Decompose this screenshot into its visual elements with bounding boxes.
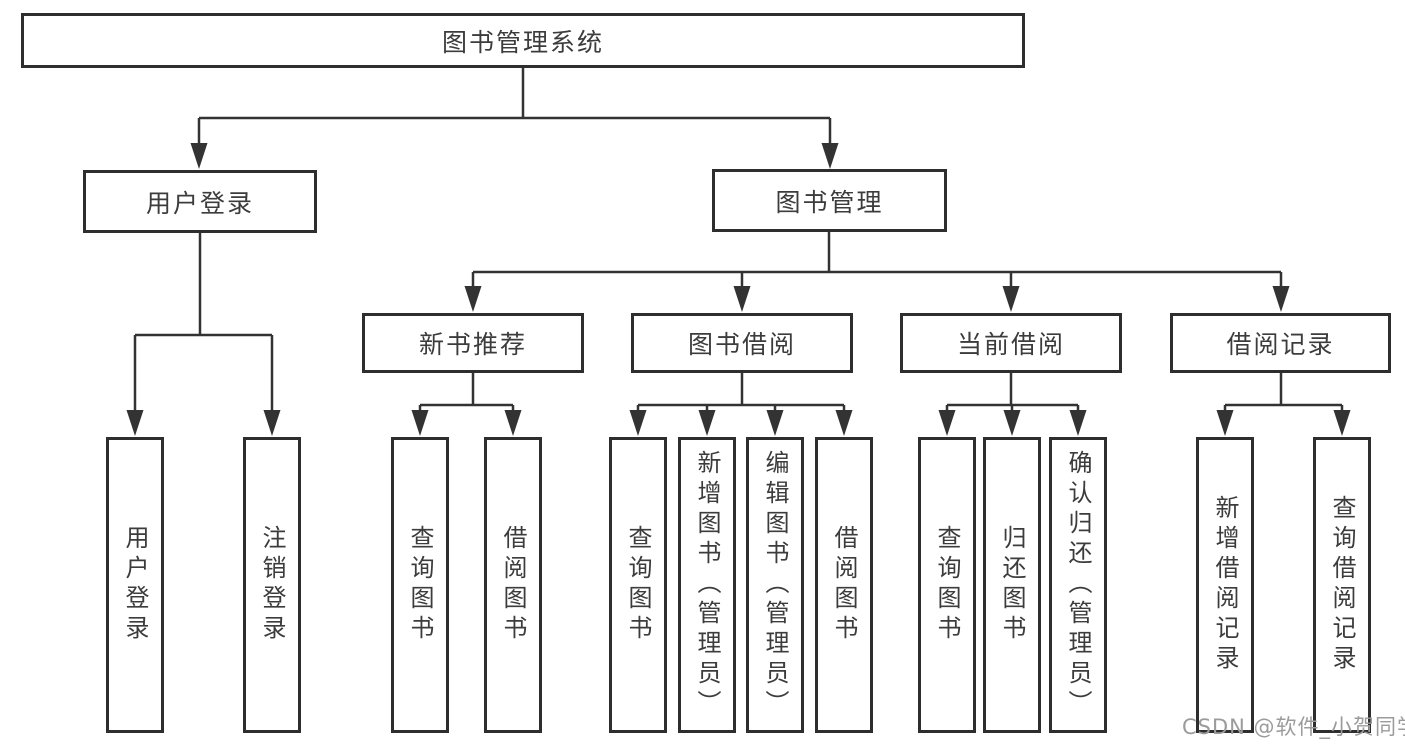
leaf-label: 新增图书（管理员） (693, 450, 721, 720)
arrowhead-down (1272, 286, 1290, 312)
arrowhead-down (733, 286, 751, 312)
leaf-label: 借阅图书 (830, 525, 858, 645)
leaf-label: 查询借阅记录 (1328, 495, 1356, 675)
arrowhead-down (1002, 286, 1020, 312)
leaf-label: 查询图书 (624, 525, 652, 645)
node-user-login: 用户登录 (83, 170, 317, 233)
leaf-borrow-book: 借阅图书 (815, 437, 873, 733)
leaf-return-book: 归还图书 (983, 437, 1041, 733)
leaf-add-borrow-record: 新增借阅记录 (1196, 437, 1254, 733)
node-root-label: 图书管理系统 (441, 27, 604, 57)
leaf-edit-book-admin: 编辑图书（管理员） (746, 437, 804, 733)
leaf-logout: 注销登录 (243, 437, 301, 733)
node-borrow-records: 借阅记录 (1170, 313, 1391, 373)
arrowhead-down (411, 410, 429, 436)
arrowhead-down (263, 410, 281, 436)
leaf-label: 查询图书 (406, 525, 434, 645)
leaf-add-book-admin: 新增图书（管理员） (678, 437, 736, 733)
leaf-label: 查询图书 (933, 525, 961, 645)
leaf-label: 注销登录 (258, 525, 286, 645)
node-book-borrow-label: 图书借阅 (687, 330, 796, 359)
arrowhead-down (821, 143, 839, 169)
leaf-query-book-borrow: 查询图书 (609, 437, 667, 733)
csdn-watermark: CSDN @软件_小贺同学 (1182, 715, 1405, 739)
leaf-query-borrow-record: 查询借阅记录 (1313, 437, 1371, 733)
leaf-label: 确认归还（管理员） (1064, 450, 1092, 720)
leaf-label: 归还图书 (998, 525, 1026, 645)
node-current-borrow-label: 当前借阅 (956, 330, 1065, 359)
node-book-borrow: 图书借阅 (631, 313, 853, 373)
arrowhead-down (1069, 410, 1087, 436)
arrowhead-down (1003, 410, 1021, 436)
leaf-user-login: 用户登录 (106, 437, 164, 733)
node-root: 图书管理系统 (21, 13, 1025, 68)
node-new-book-recommend: 新书推荐 (362, 313, 584, 373)
leaf-query-book-current: 查询图书 (918, 437, 976, 733)
node-user-login-label: 用户登录 (145, 188, 254, 218)
arrowhead-down (464, 286, 482, 312)
leaf-confirm-return-admin: 确认归还（管理员） (1049, 437, 1107, 733)
leaf-label: 编辑图书（管理员） (761, 450, 789, 720)
node-book-management-label: 图书管理 (775, 187, 884, 217)
arrowhead-down (938, 410, 956, 436)
arrowhead-down (504, 410, 522, 436)
arrowhead-down (835, 410, 853, 436)
leaf-label: 新增借阅记录 (1211, 495, 1239, 675)
leaf-label: 用户登录 (121, 525, 149, 645)
arrowhead-down (766, 410, 784, 436)
arrowhead-down (629, 410, 647, 436)
node-current-borrow: 当前借阅 (900, 313, 1122, 373)
node-borrow-records-label: 借阅记录 (1226, 330, 1335, 359)
arrowhead-down (190, 143, 208, 169)
node-new-book-recommend-label: 新书推荐 (418, 330, 527, 359)
arrowhead-down (698, 410, 716, 436)
arrowhead-down (1333, 410, 1351, 436)
leaf-query-book-recommend: 查询图书 (391, 437, 449, 733)
arrowhead-down (126, 410, 144, 436)
node-book-management: 图书管理 (712, 169, 947, 232)
leaf-label: 借阅图书 (499, 525, 527, 645)
leaf-borrow-book-recommend: 借阅图书 (484, 437, 542, 733)
arrowhead-down (1216, 410, 1234, 436)
